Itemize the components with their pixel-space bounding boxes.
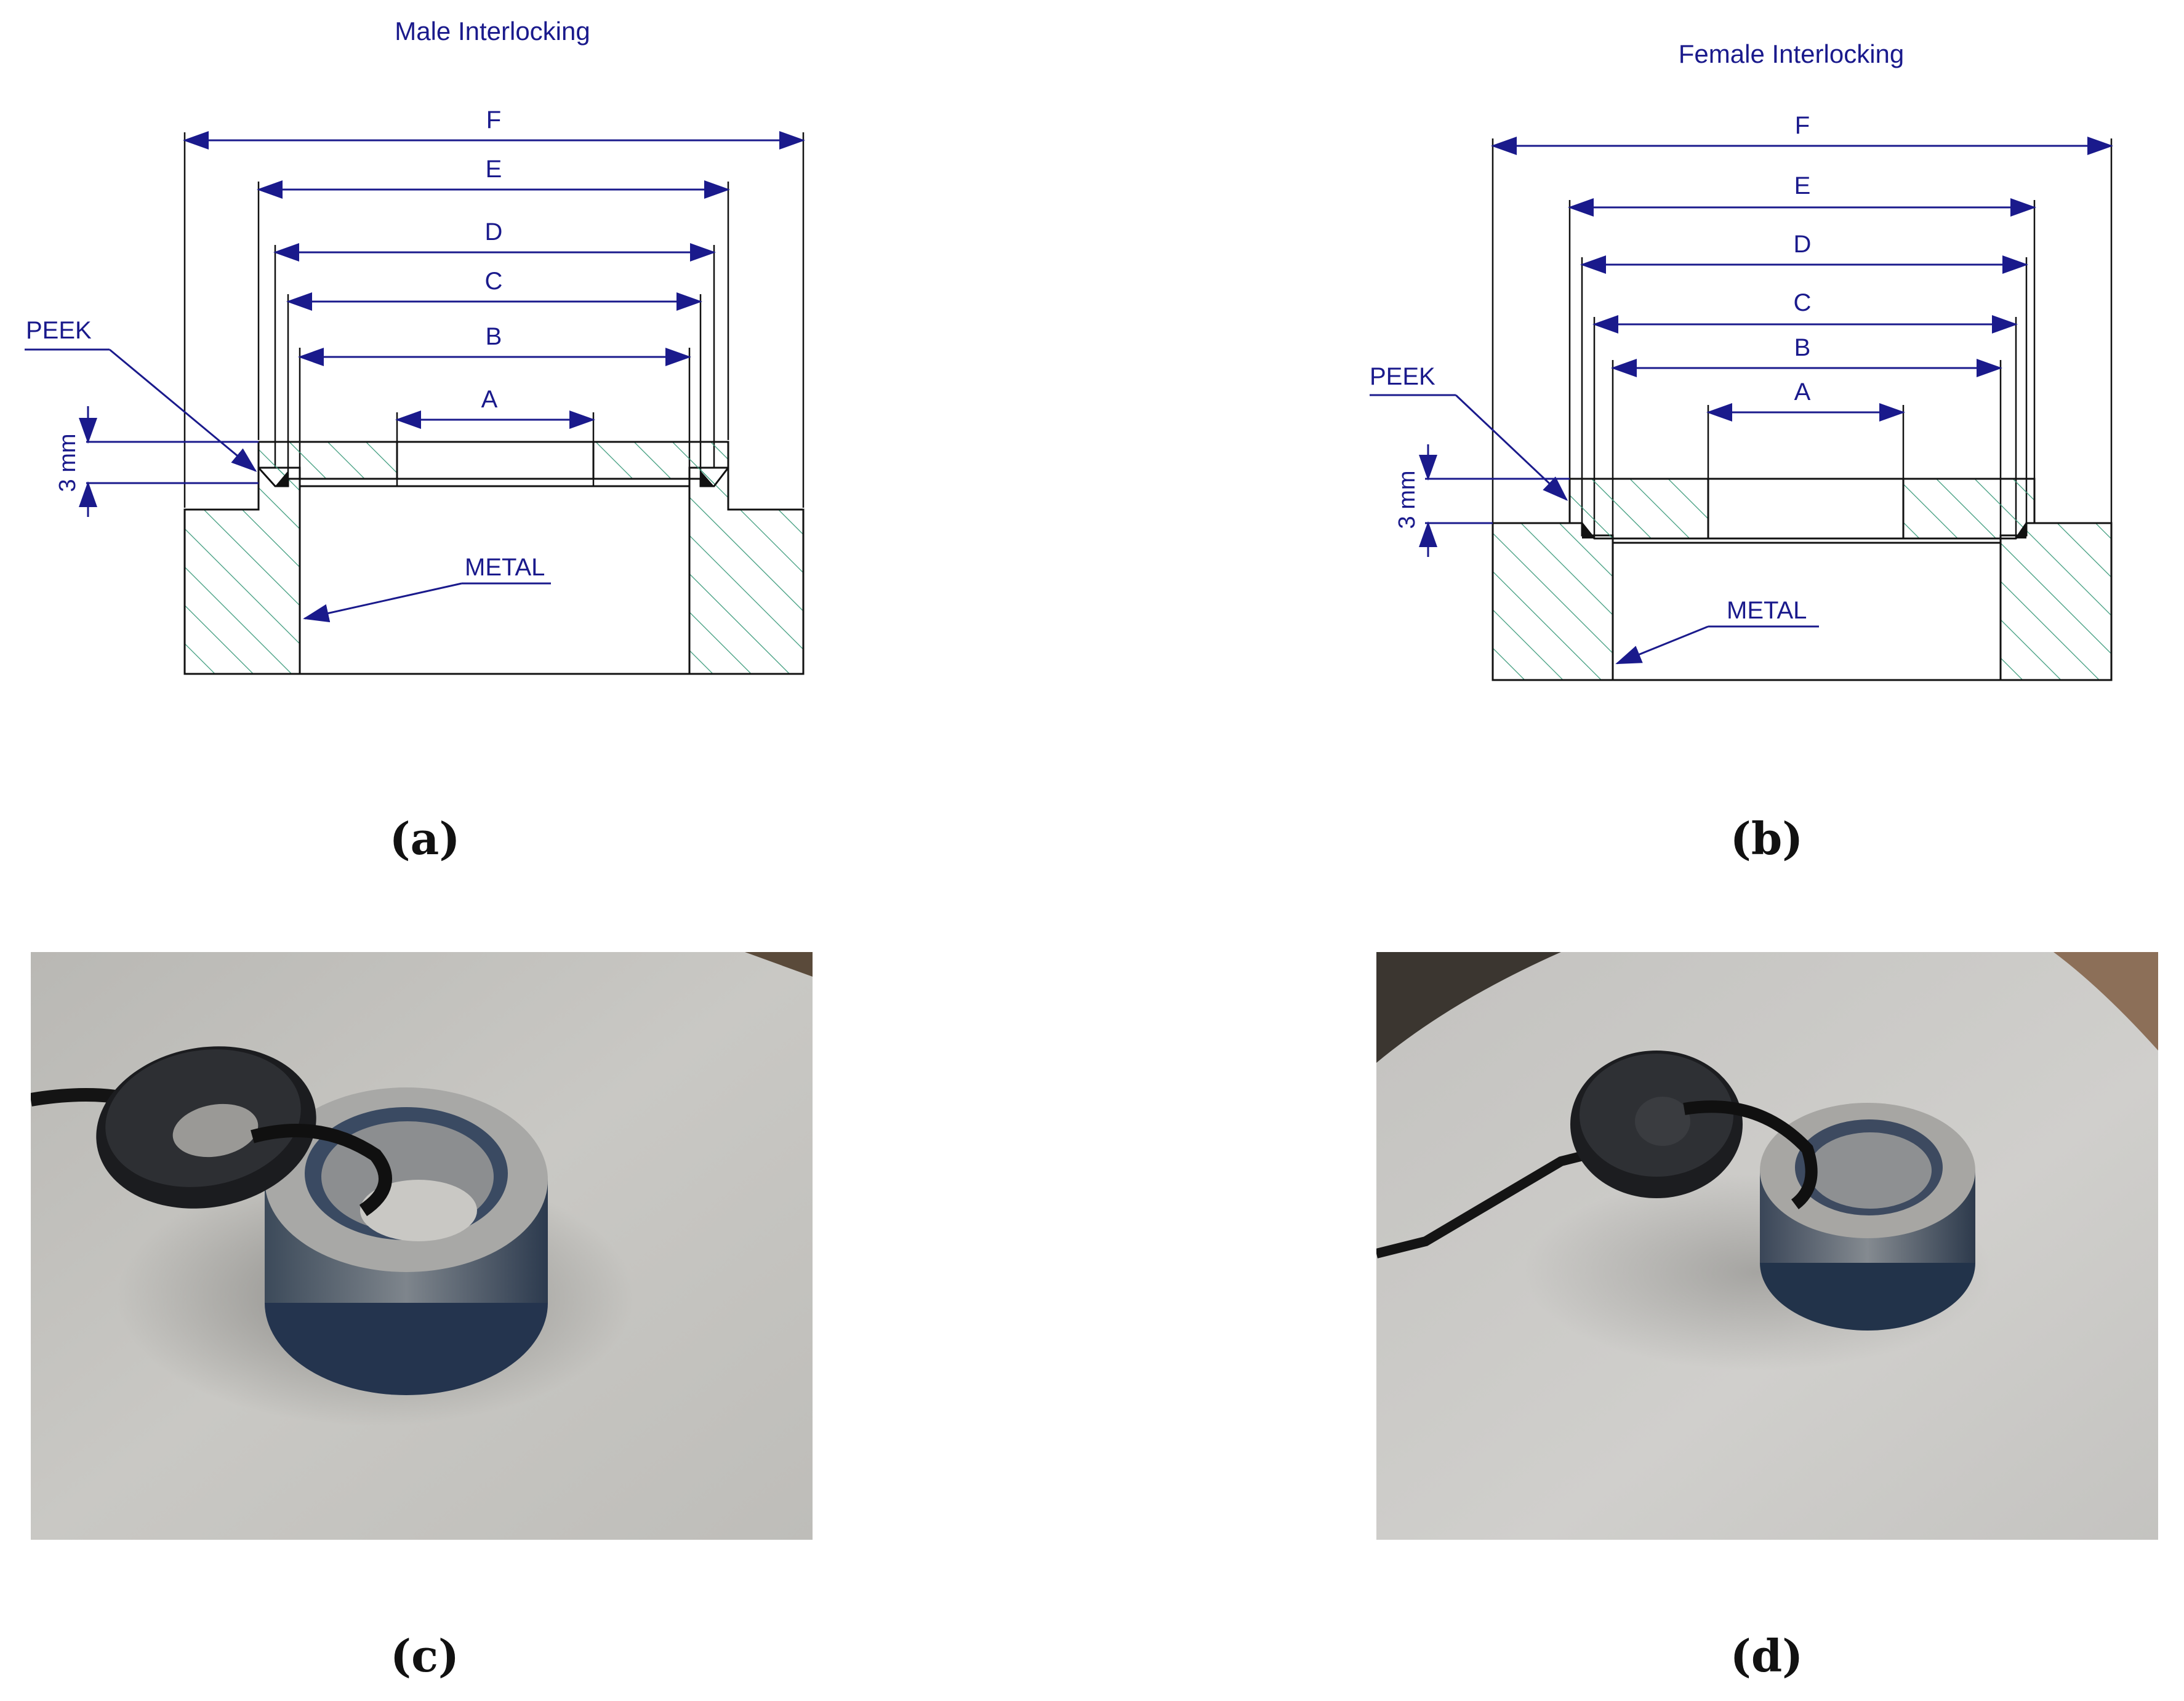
caption-b: (b) bbox=[1730, 812, 1804, 865]
dimension-d-label: D bbox=[485, 218, 503, 246]
metal-label: METAL bbox=[465, 554, 545, 581]
dimension-d-label: D bbox=[1794, 231, 1812, 258]
dimension-c-label: C bbox=[485, 268, 503, 295]
dimension-b-label: B bbox=[486, 323, 502, 350]
drawing-title: Female Interlocking bbox=[1679, 39, 1905, 68]
thickness-label: 3 mm bbox=[55, 434, 81, 492]
caption-a: (a) bbox=[389, 812, 460, 865]
dimension-a-label: A bbox=[1794, 378, 1811, 406]
dimension-a-label: A bbox=[481, 386, 498, 413]
dimension-f-label: F bbox=[1795, 112, 1810, 139]
peek-disc bbox=[257, 441, 729, 487]
peek-label: PEEK bbox=[1370, 363, 1435, 390]
drawing-title: Male Interlocking bbox=[395, 17, 590, 46]
dimension-c-label: C bbox=[1794, 289, 1812, 316]
metal-body bbox=[183, 466, 805, 675]
dimension-e-label: E bbox=[1794, 172, 1811, 199]
metal-body bbox=[1491, 522, 2113, 681]
peek-label: PEEK bbox=[26, 317, 92, 344]
dimension-e-label: E bbox=[486, 156, 502, 183]
female-interlocking-drawing: Female Interlocking F E D C B A bbox=[1370, 39, 2113, 681]
male-interlocking-photo bbox=[31, 952, 813, 1540]
dimension-b-label: B bbox=[1794, 334, 1811, 361]
male-interlocking-drawing: Male Interlocking F E D C B A bbox=[25, 17, 805, 675]
caption-c: (c) bbox=[390, 1630, 459, 1682]
caption-d: (d) bbox=[1730, 1630, 1804, 1682]
metal-label: METAL bbox=[1727, 597, 1807, 624]
female-interlocking-photo bbox=[1376, 952, 2158, 1540]
peek-disc bbox=[1568, 478, 2036, 540]
thickness-label: 3 mm bbox=[1394, 471, 1420, 529]
dimension-f-label: F bbox=[486, 106, 501, 134]
